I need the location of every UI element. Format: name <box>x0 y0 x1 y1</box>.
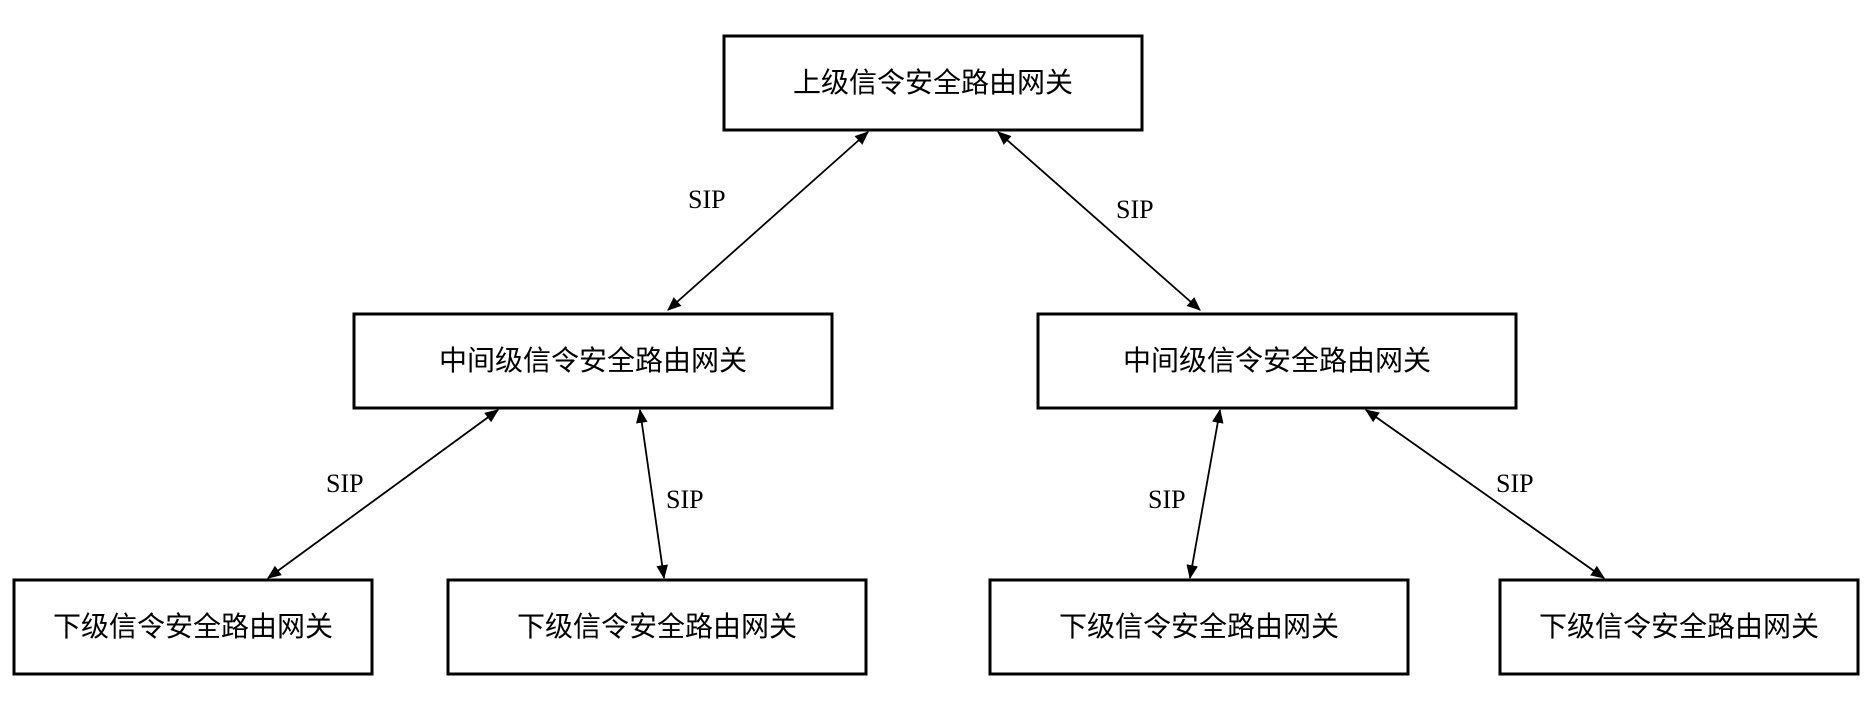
edge-mid-right-to-bottom-4: SIP <box>1365 409 1605 579</box>
connector-line <box>1186 408 1224 580</box>
node-box <box>352 312 834 410</box>
connector-line <box>1365 409 1605 579</box>
node-label: 下级信令安全路由网关 <box>1059 610 1339 643</box>
node-box <box>446 578 868 676</box>
node-lower-gateway-3: 下级信令安全路由网关 <box>988 578 1410 676</box>
node-lower-gateway-4: 下级信令安全路由网关 <box>1498 578 1860 676</box>
node-label: 下级信令安全路由网关 <box>53 610 333 643</box>
node-upper-gateway: 上级信令安全路由网关 <box>722 34 1144 132</box>
connector-line <box>636 408 668 580</box>
edge-label-sip: SIP <box>326 469 364 498</box>
edge-label-sip: SIP <box>1496 469 1534 498</box>
node-box <box>1036 312 1518 410</box>
node-box <box>988 578 1410 676</box>
edge-label-sip: SIP <box>1116 195 1154 224</box>
node-lower-gateway-2: 下级信令安全路由网关 <box>446 578 868 676</box>
node-mid-left-gateway: 中间级信令安全路由网关 <box>352 312 834 410</box>
node-label: 下级信令安全路由网关 <box>1539 610 1819 643</box>
edge-top-to-mid-right: SIP <box>997 131 1201 311</box>
edge-mid-right-to-bottom-3: SIP <box>1148 408 1224 580</box>
edge-label-sip: SIP <box>666 485 704 514</box>
edge-top-to-mid-left: SIP <box>667 131 869 311</box>
node-label: 中间级信令安全路由网关 <box>439 344 747 377</box>
connector-line <box>667 131 869 311</box>
edge-mid-left-to-bottom-2: SIP <box>636 408 704 580</box>
node-lower-gateway-1: 下级信令安全路由网关 <box>12 578 374 676</box>
edge-label-sip: SIP <box>1148 485 1186 514</box>
edge-mid-left-to-bottom-1: SIP <box>267 409 499 579</box>
node-box <box>12 578 374 676</box>
node-label: 中间级信令安全路由网关 <box>1123 344 1431 377</box>
edge-label-sip: SIP <box>688 185 726 214</box>
node-box <box>1498 578 1860 676</box>
node-mid-right-gateway: 中间级信令安全路由网关 <box>1036 312 1518 410</box>
connector-line <box>267 409 499 579</box>
node-label: 上级信令安全路由网关 <box>793 66 1073 99</box>
node-box <box>722 34 1144 132</box>
node-label: 下级信令安全路由网关 <box>517 610 797 643</box>
connector-line <box>997 131 1201 311</box>
